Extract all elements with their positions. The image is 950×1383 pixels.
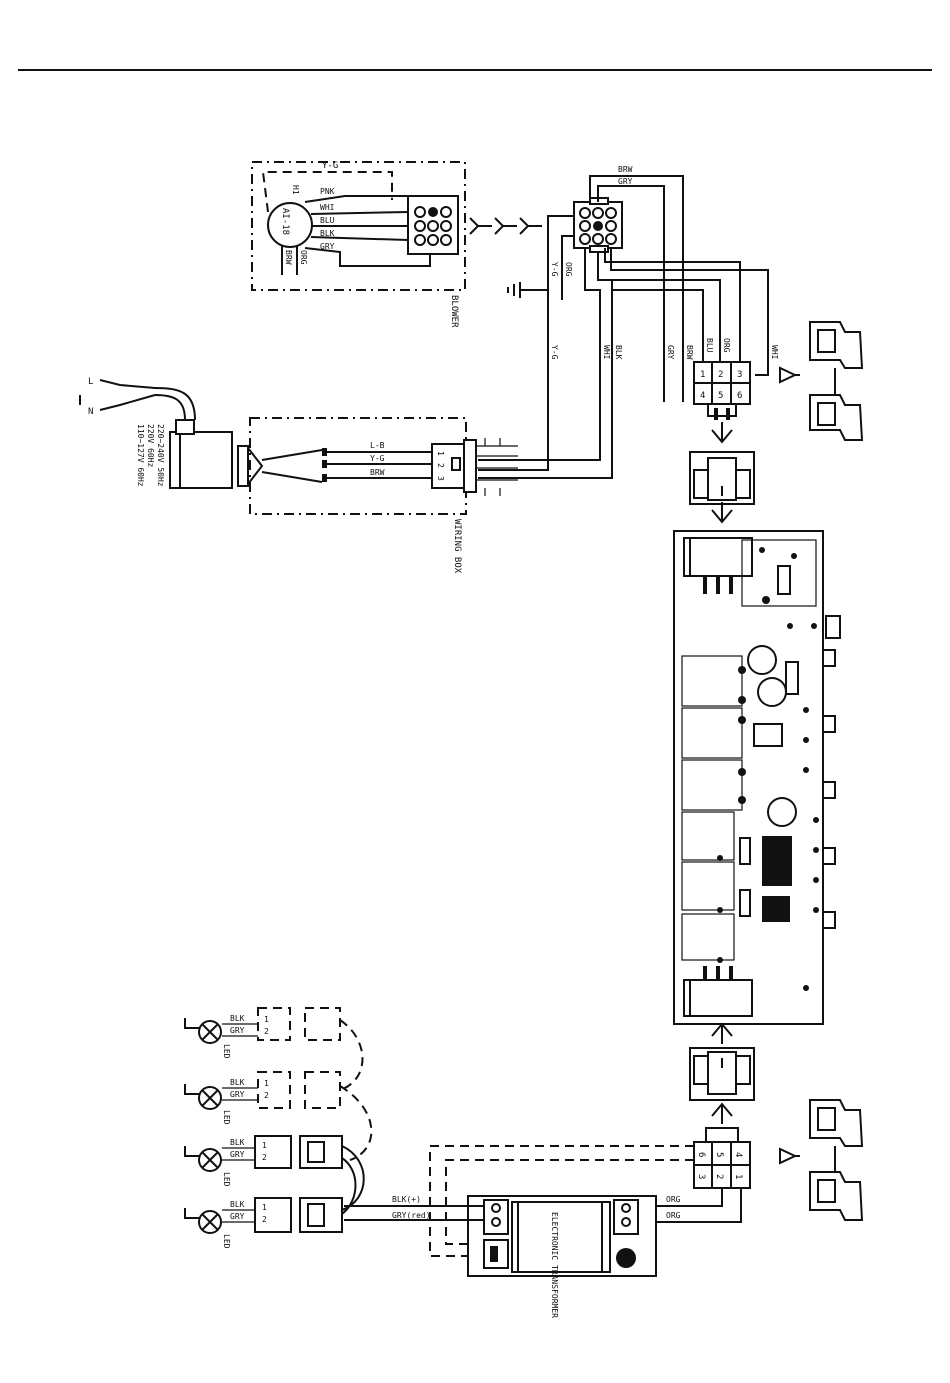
blower-bottom-wire-1: BRW: [284, 250, 293, 265]
power-plug: L N 220~240V 50Hz 220V 60Hz 110~127V 60H…: [79, 377, 233, 489]
motor-text: AI-18: [280, 208, 290, 235]
svg-text:2: 2: [262, 1153, 267, 1162]
connector-bottom: 6 5 4 3 2 1: [693, 1127, 751, 1189]
harness-down-wire-3: BLK: [614, 345, 623, 360]
harness-top-wire-2: GRY: [618, 177, 633, 186]
connector-top: 1 2 3 4 5 6: [693, 361, 751, 420]
motor-side-label: H1: [291, 185, 300, 195]
svg-text:2: 2: [262, 1215, 267, 1224]
svg-text:GRY: GRY: [230, 1212, 245, 1221]
power-line-2: 220V 60Hz: [146, 424, 155, 468]
harness-connector: [573, 197, 623, 253]
electronic-transformer: ELECTRONIC TRANSFORMER: [467, 1195, 657, 1318]
blower-wire-5: GRY: [320, 242, 335, 251]
lamp-4: BLK GRY LED 1 2: [184, 1197, 343, 1249]
blower-wire-1: PNK: [320, 187, 335, 196]
svg-text:GRY: GRY: [230, 1150, 245, 1159]
svg-text:4: 4: [733, 1152, 743, 1157]
wiring-box: WIRING BOX L-B Y-G BRW 1 2 3: [237, 417, 518, 574]
svg-text:2: 2: [718, 370, 723, 380]
svg-text:6: 6: [737, 391, 742, 401]
svg-text:1: 1: [264, 1079, 269, 1088]
svg-text:4: 4: [700, 391, 705, 401]
svg-text:LED: LED: [222, 1044, 231, 1059]
svg-text:BLK: BLK: [230, 1078, 245, 1087]
blower-ground-label: Y-G: [322, 161, 338, 171]
power-line-1: 220~240V 50Hz: [156, 424, 165, 487]
power-line-3: 110~127V 60Hz: [136, 424, 145, 487]
lamp-3: BLK GRY LED 1 2: [184, 1135, 365, 1215]
harness-down-wire-5: BRW: [685, 345, 694, 360]
harness-down-wire-1: Y-G: [550, 345, 559, 360]
svg-text:GRY: GRY: [230, 1026, 245, 1035]
svg-text:3: 3: [737, 370, 742, 380]
transformer-wire-in-2: ORG: [666, 1211, 681, 1220]
harness-down-wire-7: ORG: [722, 338, 731, 353]
blower-title: BLOWER: [449, 295, 459, 328]
wiring-box-wire-2: Y-G: [370, 454, 385, 463]
svg-text:GRY: GRY: [230, 1090, 245, 1099]
blower-wire-2: WHI: [320, 203, 335, 212]
blower-connector: [407, 195, 459, 255]
svg-text:1: 1: [700, 370, 705, 380]
wiring-box-title: WIRING BOX: [452, 519, 462, 574]
harness-down-wire-8: WHI: [770, 345, 779, 360]
wiring-box-wire-1: L-B: [370, 441, 385, 450]
svg-text:5: 5: [714, 1152, 724, 1157]
lamp-1: BLK GRY LED 1 2: [184, 1007, 364, 1091]
svg-text:LED: LED: [222, 1172, 231, 1187]
power-terminal-L: L: [88, 377, 93, 387]
svg-text:BLK: BLK: [230, 1200, 245, 1209]
wiring-box-wire-3: BRW: [370, 468, 385, 477]
svg-text:2: 2: [264, 1091, 269, 1100]
svg-text:BLK: BLK: [230, 1014, 245, 1023]
transformer-text: ELECTRONIC TRANSFORMER: [550, 1212, 559, 1318]
svg-text:3: 3: [696, 1174, 706, 1179]
clip-icon-bottom: [779, 1099, 864, 1221]
blower-section: BLOWER Y-G AI-18 H1 PNK WHI BLU BLK GRY …: [251, 161, 542, 328]
svg-text:2: 2: [436, 463, 445, 468]
svg-text:2: 2: [264, 1027, 269, 1036]
svg-text:6: 6: [696, 1152, 706, 1157]
svg-text:5: 5: [718, 391, 723, 401]
harness-down-wire-6: BLU: [705, 338, 714, 353]
harness-top-wire-1: BRW: [618, 165, 633, 174]
clip-icon-top: [779, 321, 864, 441]
power-terminal-N: N: [88, 407, 93, 417]
svg-text:LED: LED: [222, 1234, 231, 1249]
lamp-2: BLK GRY LED 1 2: [184, 1071, 373, 1161]
svg-text:1: 1: [436, 451, 445, 456]
svg-text:2: 2: [714, 1174, 724, 1179]
svg-text:1: 1: [262, 1141, 267, 1150]
svg-text:BLK: BLK: [230, 1138, 245, 1147]
blower-wire-4: BLK: [320, 229, 335, 238]
transformer-wire-out-2: GRY(red): [392, 1211, 431, 1220]
harness-left-wire-1: Y-G: [550, 262, 559, 277]
harness-down-wire-2: WHI: [602, 345, 611, 360]
plug-shell-top: [689, 451, 755, 505]
control-board: [673, 530, 841, 1025]
blower-wire-3: BLU: [320, 216, 335, 225]
blower-bottom-wire-2: ORG: [299, 250, 308, 265]
transformer-wire-in-1: ORG: [666, 1195, 681, 1204]
svg-text:LED: LED: [222, 1110, 231, 1125]
plug-shell-bottom: [689, 1047, 755, 1101]
svg-text:1: 1: [733, 1174, 743, 1179]
harness-left-wire-2: ORG: [564, 262, 573, 277]
transformer-wire-out-1: BLK(+): [392, 1195, 421, 1204]
ground-icon: [507, 282, 521, 298]
harness-down-wire-4: GRY: [666, 345, 675, 360]
svg-text:3: 3: [436, 476, 445, 481]
svg-text:1: 1: [264, 1015, 269, 1024]
svg-text:1: 1: [262, 1203, 267, 1212]
